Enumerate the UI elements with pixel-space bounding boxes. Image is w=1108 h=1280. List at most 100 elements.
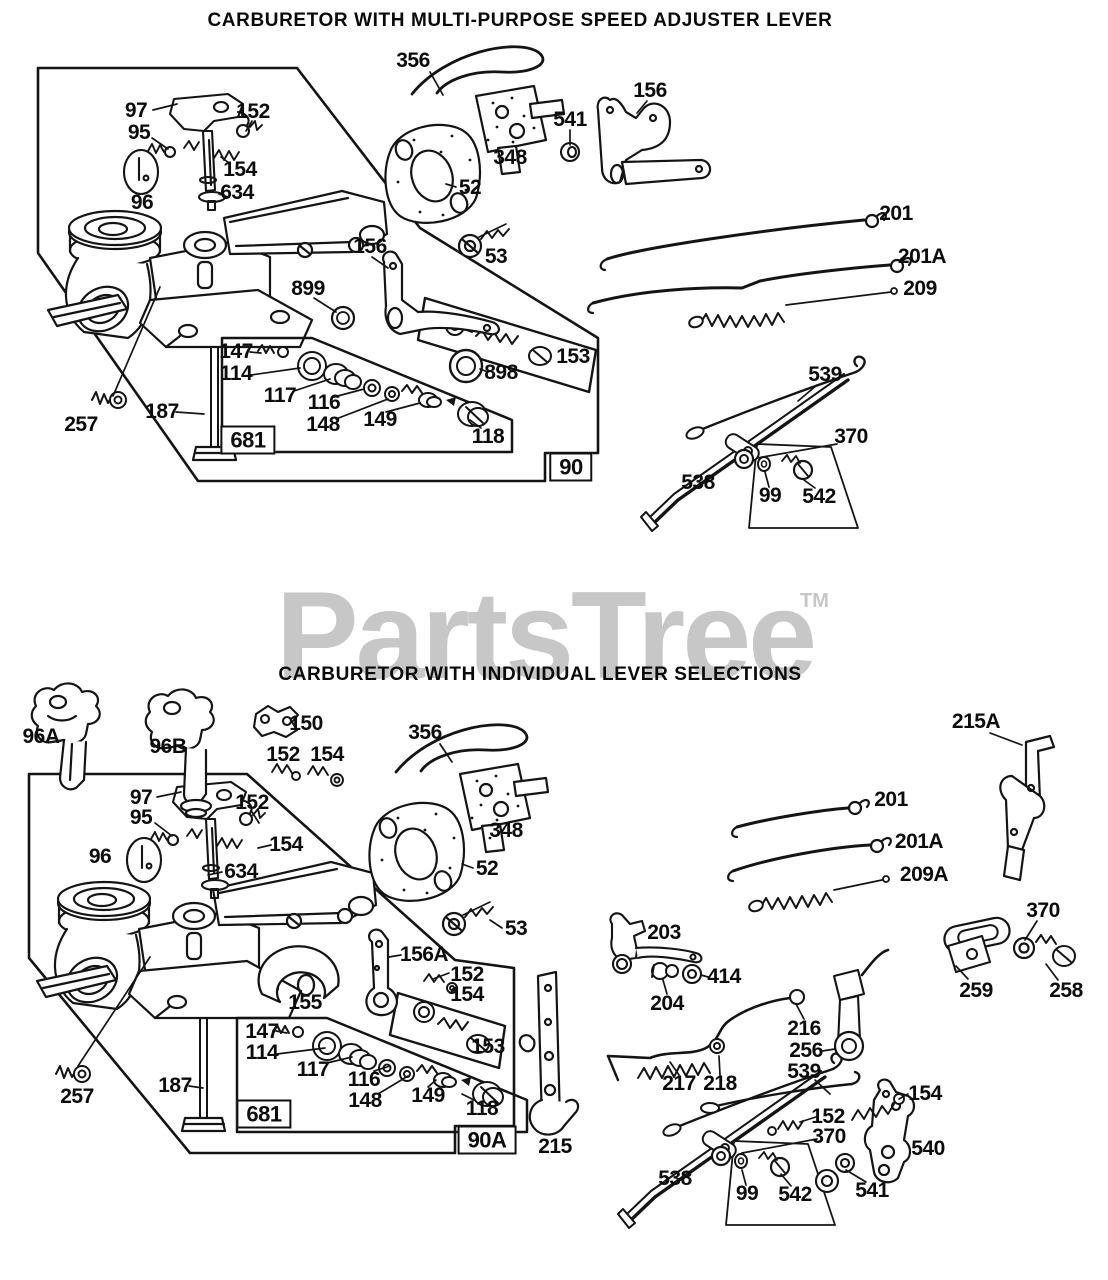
part-label-539: 539 (787, 1060, 821, 1083)
part-label-96: 96 (88, 845, 112, 868)
part-label-187: 187 (145, 400, 179, 423)
top-diagram (36, 45, 912, 533)
part-label-258: 258 (1049, 979, 1083, 1002)
part-label-204: 204 (650, 992, 684, 1015)
part-label-215a: 215A (951, 710, 1001, 733)
bracket-215A (999, 734, 1056, 882)
part-label-216: 216 (787, 1017, 821, 1040)
part-label-154: 154 (450, 983, 484, 1006)
part-label-634: 634 (224, 860, 258, 883)
part-label-156: 156 (353, 235, 387, 258)
part-label-539: 539 (808, 363, 842, 386)
washer-899 (330, 305, 356, 331)
idle-screw-kit-box-bottom (388, 991, 507, 1070)
governor-link-216 (606, 948, 890, 1062)
part-label-52: 52 (475, 857, 499, 880)
part-label-259: 259 (959, 979, 993, 1002)
throttle-link-rods (587, 211, 912, 315)
part-label-153: 153 (471, 1035, 505, 1058)
part-label-152: 152 (450, 963, 484, 986)
screw-258 (1035, 934, 1076, 967)
part-label-116: 116 (347, 1068, 381, 1091)
part-label-899: 899 (291, 277, 325, 300)
part-label-538: 538 (681, 471, 715, 494)
part-label-201a: 201A (894, 830, 944, 853)
part-label-149: 149 (363, 408, 397, 431)
part-label-356: 356 (396, 49, 430, 72)
rod-539-bottom (700, 1070, 861, 1114)
part-label-201: 201 (874, 788, 908, 811)
part-label-540: 540 (911, 1137, 945, 1160)
washer-370-right (1012, 936, 1036, 960)
part-label-99: 99 (735, 1182, 759, 1205)
part-label-148: 148 (348, 1089, 382, 1112)
bracket-540 (863, 1078, 916, 1184)
part-label-154: 154 (269, 833, 303, 856)
lever-bracket-156 (382, 250, 500, 336)
spring-154-bottom (767, 1093, 905, 1136)
bottom-diagram (27, 682, 1076, 1230)
part-label-154: 154 (908, 1082, 942, 1105)
part-label-215: 215 (538, 1135, 572, 1158)
part-label-90: 90 (549, 452, 593, 482)
governor-lever-203 (609, 912, 703, 975)
governor-spring-209 (688, 287, 898, 329)
part-label-542: 542 (778, 1183, 812, 1206)
part-label-203: 203 (647, 921, 681, 944)
part-label-152: 152 (811, 1105, 845, 1128)
part-label-155: 155 (288, 991, 322, 1014)
part-label-156a: 156A (399, 943, 449, 966)
choke-lever-96A (30, 682, 101, 791)
part-label-118: 118 (465, 1097, 499, 1120)
part-label-52: 52 (458, 176, 482, 199)
part-label-152: 152 (236, 100, 270, 123)
part-label-541: 541 (553, 108, 587, 131)
part-label-217: 217 (662, 1072, 696, 1095)
part-label-95: 95 (127, 121, 151, 144)
part-label-538: 538 (658, 1167, 692, 1190)
watermark-text: PartsTree (275, 567, 817, 705)
part-label-117: 117 (263, 384, 297, 407)
air-cleaner-bracket-155 (257, 945, 340, 1004)
part-label-96b: 96B (149, 735, 187, 758)
part-label-150: 150 (289, 712, 323, 735)
part-label-97: 97 (124, 99, 148, 122)
part-label-370: 370 (1026, 899, 1060, 922)
part-label-53: 53 (484, 245, 508, 268)
choke-lever-96B (144, 688, 215, 819)
part-label-147: 147 (245, 1020, 279, 1043)
part-label-153: 153 (556, 345, 590, 368)
bushing-204 (651, 962, 679, 980)
part-label-356: 356 (408, 721, 442, 744)
part-label-348: 348 (489, 819, 523, 842)
part-label-187: 187 (158, 1074, 192, 1097)
throttle-link-rods-bottom (727, 798, 892, 883)
part-label-53: 53 (504, 917, 528, 940)
part-label-96a: 96A (22, 725, 60, 748)
part-label-541: 541 (855, 1179, 889, 1202)
part-label-257: 257 (60, 1085, 94, 1108)
part-label-152: 152 (266, 743, 300, 766)
part-label-209: 209 (903, 277, 937, 300)
part-label-634: 634 (220, 181, 254, 204)
part-label-201: 201 (879, 202, 913, 225)
bottom-leader-lines (77, 732, 1059, 1187)
part-label-257: 257 (64, 413, 98, 436)
part-label-201a: 201A (897, 245, 947, 268)
part-label-116: 116 (307, 391, 341, 414)
part-label-99: 99 (758, 484, 782, 507)
part-label-218: 218 (703, 1072, 737, 1095)
top-leader-lines (112, 71, 838, 489)
part-label-681: 681 (220, 425, 276, 455)
part-label-898: 898 (484, 361, 518, 384)
casing-clamp-259 (943, 916, 1011, 974)
bracket-150 (252, 704, 300, 739)
control-bracket-156 (596, 96, 712, 186)
bracket-215 (518, 970, 580, 1136)
part-label-681: 681 (236, 1099, 292, 1129)
part-label-90a: 90A (457, 1125, 517, 1155)
part-label-154: 154 (310, 743, 344, 766)
part-label-414: 414 (707, 965, 741, 988)
